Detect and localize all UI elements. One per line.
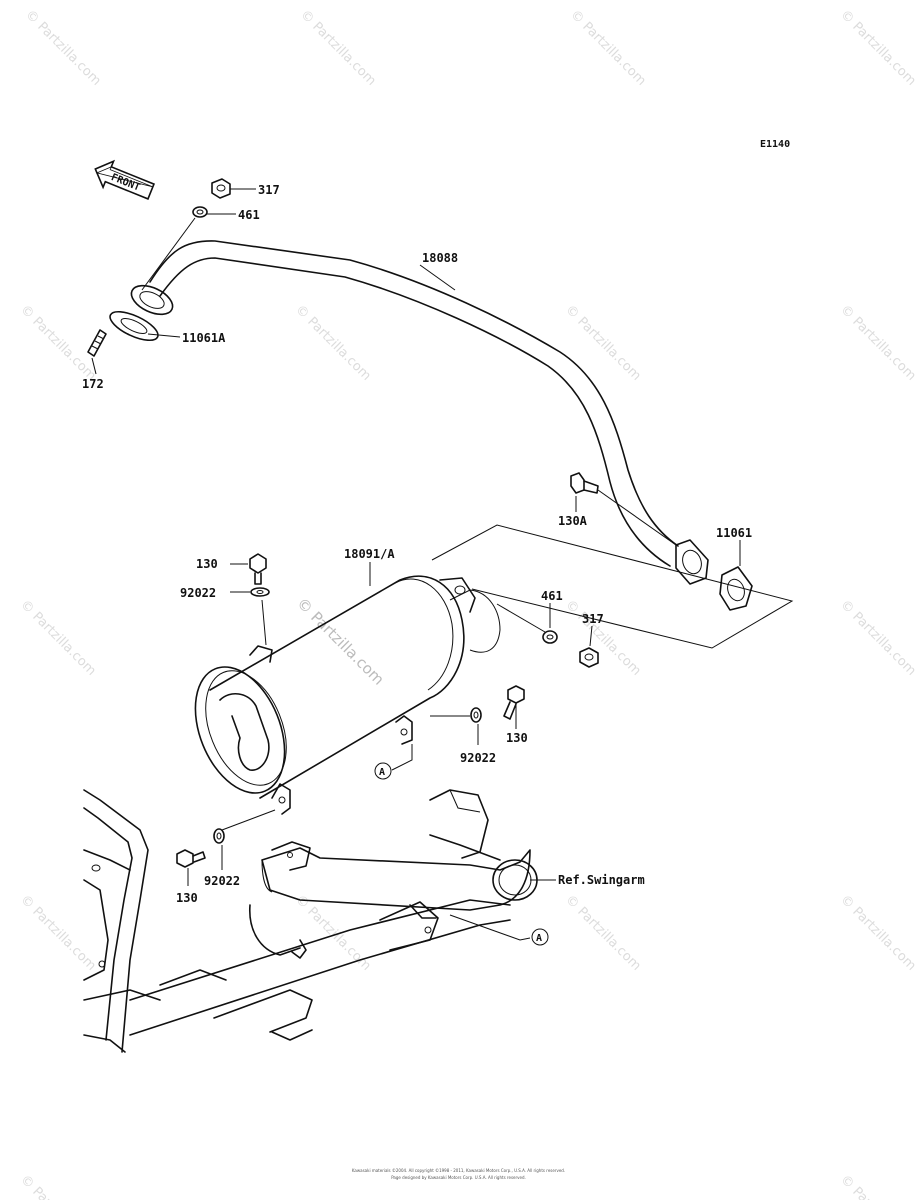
diagram-code: E1140 [760, 139, 790, 150]
callout-130A: 130A [558, 514, 588, 528]
callout-461: 461 [541, 589, 563, 603]
callout-92022: 92022 [180, 586, 216, 600]
callout-130: 130 [506, 731, 528, 745]
watermark: © Partzilla.com [292, 892, 374, 974]
callout-317: 317 [582, 612, 604, 626]
washer-461-top [192, 206, 208, 218]
exhaust-pipe-18088 [130, 240, 709, 585]
frame-assembly [83, 789, 538, 1053]
leader-line [261, 599, 267, 646]
watermark: © Partzilla.com [562, 302, 644, 384]
callout-130: 130 [196, 557, 218, 571]
callout-317: 317 [258, 183, 280, 197]
nut-317-right [579, 647, 599, 668]
stud-172 [87, 329, 107, 357]
gasket-11061 [719, 566, 753, 611]
watermark: © Partzilla.com [297, 7, 379, 89]
ref-A-circle [374, 762, 392, 780]
callout-92022: 92022 [460, 751, 496, 765]
muffler-18091A [194, 575, 501, 815]
callout-172: 172 [82, 377, 104, 391]
ref-A-label: A [379, 767, 385, 778]
watermark: © Partzilla.com [837, 7, 917, 89]
callout-18088: 18088 [422, 251, 458, 265]
leader-line [221, 809, 276, 831]
watermark: © Partzilla.com [562, 597, 644, 679]
gasket-11061A [109, 310, 159, 342]
leader-line [141, 217, 196, 291]
assembly-outline [431, 524, 794, 649]
leader-line [91, 357, 97, 375]
washer-92022-top [250, 587, 270, 597]
watermark: © Partzilla.com [17, 597, 99, 679]
leader-line [419, 264, 456, 291]
watermark: © Partzilla.com [837, 302, 917, 384]
bolt-130A [570, 472, 599, 494]
watermark: © Partzilla.com [17, 302, 99, 384]
callout-92022: 92022 [204, 874, 240, 888]
callout-ref-swingarm: Ref.Swingarm [558, 873, 645, 887]
watermark: © Partzilla.com [567, 7, 649, 89]
callout-11061A: 11061A [182, 331, 226, 345]
watermark: © Partzilla.com [562, 892, 644, 974]
callout-labels: 317 461 18088 11061A 172 130A 11061 130 … [82, 183, 752, 944]
leader-line [147, 333, 181, 338]
washer-461-right [542, 630, 558, 644]
watermark-center: © Partzilla.com [293, 594, 388, 689]
watermark: © Partzilla.com [292, 302, 374, 384]
leader-line [496, 603, 546, 633]
watermark: © Partzilla.com [22, 7, 104, 89]
callout-130: 130 [176, 891, 198, 905]
nut-317-top [211, 178, 231, 199]
washer-92022-right [470, 707, 482, 723]
bolt-130-right [503, 685, 525, 720]
ref-A-label: A [536, 933, 542, 944]
leader-line [589, 625, 593, 647]
callout-11061: 11061 [716, 526, 752, 540]
watermark: © Partzilla.com [837, 597, 917, 679]
footer-copyright: Kawasaki materials ©2004. All copyright … [351, 1168, 566, 1173]
leader-line [597, 489, 677, 546]
watermark: © Partzilla.com [17, 892, 99, 974]
leader-line [449, 914, 531, 941]
watermark: © Partzilla.com [837, 892, 917, 974]
footer-credit: Page designed by Kawasaki Motors Corp. U… [391, 1175, 526, 1180]
front-arrow-icon: FRONT [94, 159, 155, 200]
bolt-130-bottom [176, 849, 206, 868]
bolt-130-top [249, 553, 267, 585]
leader-line [391, 744, 413, 771]
washer-92022-bottom [213, 828, 225, 844]
callout-18091A: 18091/A [344, 547, 395, 561]
callout-461: 461 [238, 208, 260, 222]
ref-A-circle [531, 928, 549, 946]
